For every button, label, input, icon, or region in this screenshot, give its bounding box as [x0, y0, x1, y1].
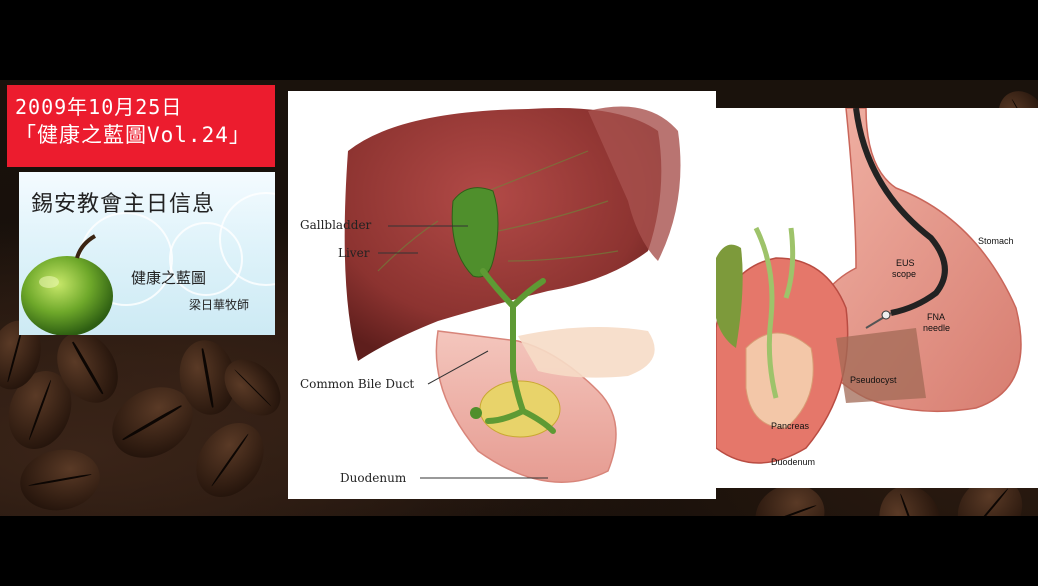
pastor-name: 梁日華牧師	[189, 296, 249, 313]
stomach-eus-illustration: Stomach EUS scope FNA needle Pseudocyst …	[716, 108, 1038, 488]
pancreas-label: Pancreas	[771, 421, 809, 431]
pseudocyst-label: Pseudocyst	[850, 375, 897, 385]
green-apple-icon	[19, 232, 129, 335]
needle-label: needle	[923, 323, 950, 333]
common-bile-duct-label: Common Bile Duct	[300, 377, 414, 391]
eus-label: EUS	[896, 258, 915, 268]
liver-gallbladder-illustration: Gallbladder Liver Common Bile Duct Duode…	[288, 91, 716, 499]
stomach-label: Stomach	[978, 236, 1014, 246]
stomach-anatomy-drawing	[716, 108, 1038, 488]
topic-title: 健康之藍圖	[131, 267, 206, 288]
duodenum-label-right: Duodenum	[771, 457, 815, 467]
scope-label: scope	[892, 269, 916, 279]
liver-anatomy-drawing	[288, 91, 716, 499]
letterbox-bottom	[0, 516, 1038, 586]
fna-label: FNA	[927, 312, 945, 322]
letterbox-top	[0, 0, 1038, 80]
church-message-heading: 錫安教會主日信息	[31, 186, 215, 218]
sermon-date: 2009年10月25日	[15, 91, 182, 120]
title-banner: 2009年10月25日 「健康之藍圖Vol.24」	[7, 85, 275, 167]
series-title: 「健康之藍圖Vol.24」	[15, 119, 251, 149]
duodenum-label: Duodenum	[340, 471, 406, 485]
liver-label: Liver	[338, 246, 369, 260]
gallbladder-label: Gallbladder	[300, 218, 371, 232]
sermon-info-card: 錫安教會主日信息 健康之藍圖 梁日華牧師	[19, 172, 275, 335]
